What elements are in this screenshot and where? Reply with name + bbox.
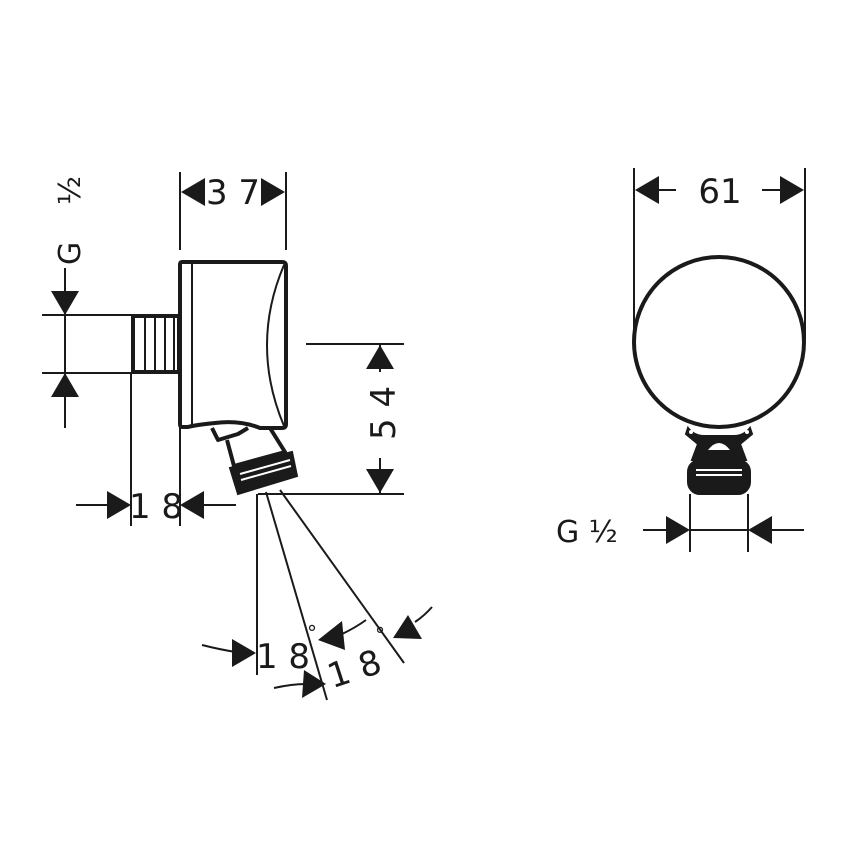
hose-connector-front <box>684 425 754 495</box>
angle-1-label: 1 8 <box>256 637 310 677</box>
hose-connector-side <box>210 426 299 496</box>
dimension-thread-front: G ½ <box>556 494 804 552</box>
thread-g-half-label: G ½ <box>556 515 618 550</box>
dimension-width-37: 3 7 <box>179 172 287 250</box>
dimension-angle-1: 1 8 ° <box>201 619 367 677</box>
thread-g-label: G <box>53 242 88 265</box>
angle-2-degree: ° <box>375 623 385 647</box>
diameter-61-label: 61 <box>698 172 741 212</box>
height-54-label: 5 4 <box>364 386 404 440</box>
wall-outlet-body <box>178 260 288 430</box>
dimension-diameter-61: 61 <box>633 168 806 340</box>
round-cover-plate <box>632 255 806 429</box>
width-37-label: 3 7 <box>206 173 260 213</box>
angle-1-degree: ° <box>307 621 317 645</box>
dimension-thread-g-half: G ½ <box>42 176 133 428</box>
thread-fraction-label: ½ <box>53 176 88 205</box>
front-view: 61 G ½ <box>556 168 806 552</box>
offset-18-label: 1 8 <box>129 487 183 527</box>
swivel-angle-lines <box>256 489 405 701</box>
threaded-inlet <box>131 314 181 374</box>
side-view: 3 7 G ½ <box>42 172 433 701</box>
dimension-offset-18: 1 8 <box>76 373 236 527</box>
angle-2-label: 1 8 <box>323 642 387 697</box>
